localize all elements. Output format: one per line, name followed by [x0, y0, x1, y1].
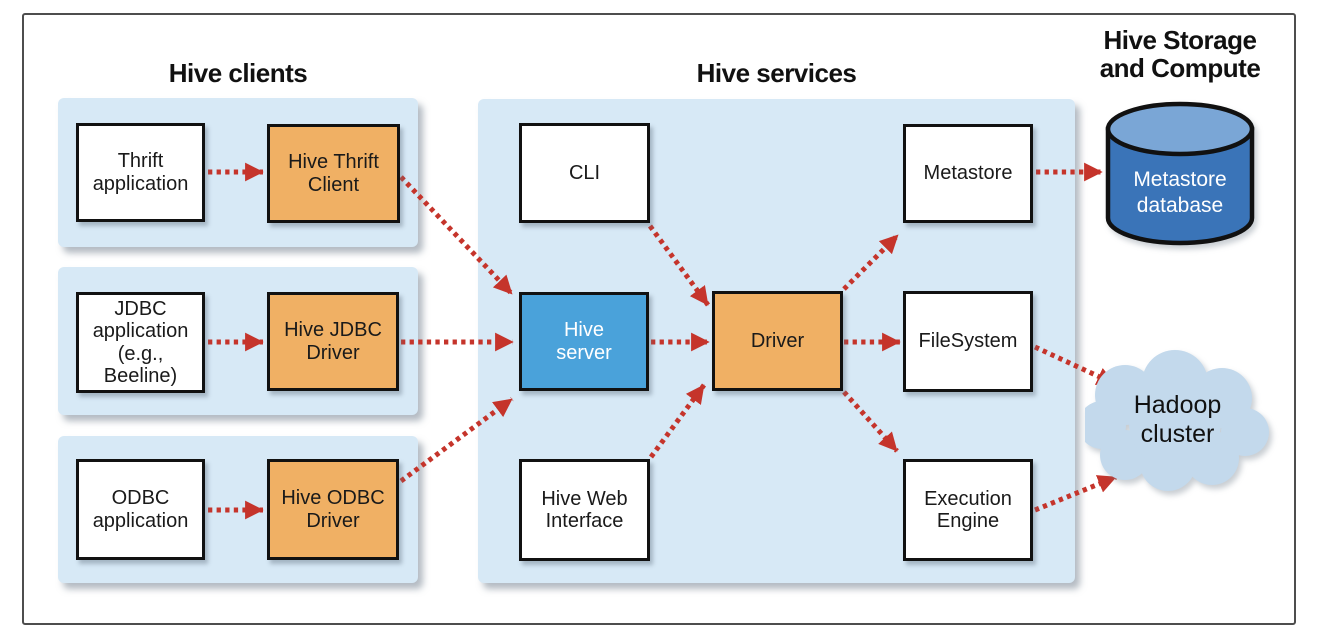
- hadoop-cluster-cloud-icon: [1085, 350, 1269, 491]
- jdbc-application-box: JDBC application (e.g., Beeline): [76, 292, 205, 393]
- hive-odbc-driver-box: Hive ODBC Driver: [267, 459, 399, 560]
- odbc-application-box: ODBC application: [76, 459, 205, 560]
- hive-jdbc-driver-box: Hive JDBC Driver: [267, 292, 399, 391]
- title-hive-storage-and-compute: Hive Storage and Compute: [1099, 25, 1261, 83]
- driver-box: Driver: [712, 291, 843, 391]
- metastore-database-label: Metastore database: [1133, 168, 1227, 217]
- hive-server-box: Hive server: [519, 292, 649, 391]
- hive-thrift-client-box: Hive Thrift Client: [267, 124, 400, 223]
- hive-web-interface-box: Hive Web Interface: [519, 459, 650, 561]
- cli-box: CLI: [519, 123, 650, 223]
- title-hive-services: Hive services: [696, 58, 857, 88]
- thrift-application-box: Thrift application: [76, 123, 205, 222]
- execution-engine-box: Execution Engine: [903, 459, 1033, 561]
- hadoop-cluster-label: Hadoop cluster: [1133, 391, 1222, 448]
- metastore-box: Metastore: [903, 124, 1033, 223]
- filesystem-box: FileSystem: [903, 291, 1033, 392]
- metastore-database-cylinder-icon: [1105, 101, 1255, 246]
- title-hive-clients: Hive clients: [168, 58, 308, 88]
